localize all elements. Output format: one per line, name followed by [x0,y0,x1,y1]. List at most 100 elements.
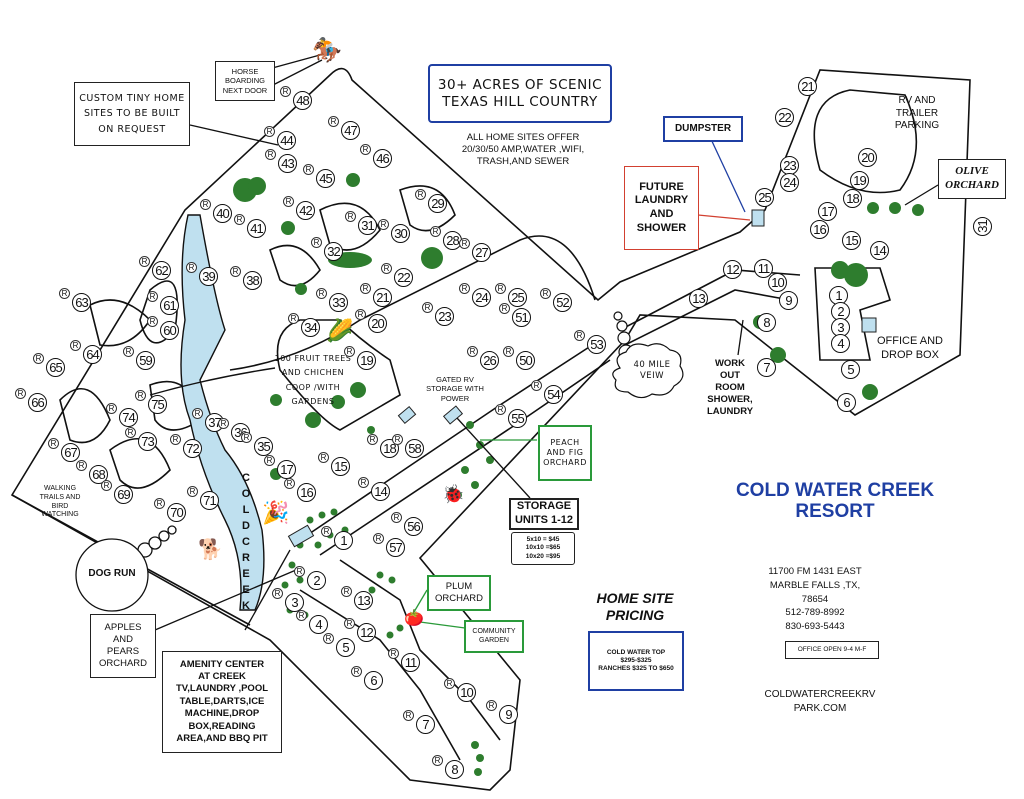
site-marker-office_area-11[interactable]: 11 [754,259,773,278]
site-marker-ranch-43[interactable]: 43 [278,154,297,173]
site-marker-rv_area-18[interactable]: 18 [843,189,862,208]
site-marker-lower-6[interactable]: 6 [364,671,383,690]
site-marker-lower-3[interactable]: 3 [285,593,304,612]
site-marker-ranch-35[interactable]: 35 [254,437,273,456]
site-marker-office_area-8[interactable]: 8 [757,313,776,332]
site-marker-ranch-57[interactable]: 57 [386,538,405,557]
site-marker-ranch-47[interactable]: 47 [341,121,360,140]
site-marker-ranch-75[interactable]: 75 [148,395,167,414]
site-marker-rv_area-22[interactable]: 22 [775,108,794,127]
site-marker-lower-2[interactable]: 2 [307,571,326,590]
site-marker-rv_area-14[interactable]: 14 [870,241,889,260]
site-marker-lower-4[interactable]: 4 [309,615,328,634]
site-marker-rv_area-19[interactable]: 19 [850,171,869,190]
site-marker-ranch-55[interactable]: 55 [508,409,527,428]
phone-number[interactable]: 830-693-5443 [785,621,845,633]
site-marker-lower-10[interactable]: 10 [457,683,476,702]
site-marker-office_area-13[interactable]: 13 [689,289,708,308]
site-marker-ranch-56[interactable]: 56 [404,517,423,536]
site-marker-ranch-28[interactable]: 28 [443,231,462,250]
site-marker-ranch-30[interactable]: 30 [391,224,410,243]
site-marker-ranch-74[interactable]: 74 [119,408,138,427]
site-marker-ranch-58[interactable]: 58 [405,439,424,458]
site-marker-rv_area-20[interactable]: 20 [858,148,877,167]
website-line[interactable]: PARK.COM [793,703,847,714]
site-marker-ranch-17[interactable]: 17 [277,460,296,479]
site-marker-ranch-15[interactable]: 15 [331,457,350,476]
site-marker-ranch-66[interactable]: 66 [28,393,47,412]
site-marker-ranch-20[interactable]: 20 [368,314,387,333]
site-marker-ranch-25[interactable]: 25 [508,288,527,307]
site-marker-ranch-38[interactable]: 38 [243,271,262,290]
site-marker-ranch-65[interactable]: 65 [46,358,65,377]
site-marker-lower-7[interactable]: 7 [416,715,435,734]
site-marker-ranch-14[interactable]: 14 [371,482,390,501]
site-marker-ranch-22[interactable]: 22 [394,268,413,287]
site-marker-lower-13[interactable]: 13 [354,591,373,610]
site-marker-ranch-27[interactable]: 27 [472,243,491,262]
site-marker-ranch-39[interactable]: 39 [199,267,218,286]
site-marker-ranch-44[interactable]: 44 [277,131,296,150]
site-marker-ranch-53[interactable]: 53 [587,335,606,354]
site-marker-ranch-31[interactable]: 31 [358,216,377,235]
site-marker-ranch-18[interactable]: 18 [380,439,399,458]
site-marker-ranch-63[interactable]: 63 [72,293,91,312]
site-marker-ranch-41[interactable]: 41 [247,219,266,238]
site-marker-ranch-69[interactable]: 69 [114,485,133,504]
website-line[interactable]: COLDWATERCREEKRV [764,689,876,700]
site-marker-ranch-32[interactable]: 32 [324,242,343,261]
site-marker-ranch-33[interactable]: 33 [329,293,348,312]
site-marker-office_area-6[interactable]: 6 [837,393,856,412]
site-marker-ranch-59[interactable]: 59 [136,351,155,370]
site-marker-ranch-40[interactable]: 40 [213,204,232,223]
site-marker-ranch-42[interactable]: 42 [296,201,315,220]
site-marker-office_area-2[interactable]: 2 [831,302,850,321]
site-marker-office_area-9[interactable]: 9 [779,291,798,310]
site-marker-office_area-5[interactable]: 5 [841,360,860,379]
site-marker-ranch-48[interactable]: 48 [293,91,312,110]
site-marker-office_area-10[interactable]: 10 [768,273,787,292]
site-marker-rv_area-24[interactable]: 24 [780,173,799,192]
site-marker-lower-9[interactable]: 9 [499,705,518,724]
site-marker-ranch-73[interactable]: 73 [138,432,157,451]
site-marker-ranch-46[interactable]: 46 [373,149,392,168]
site-marker-ranch-70[interactable]: 70 [167,503,186,522]
site-marker-ranch-16[interactable]: 16 [297,483,316,502]
site-marker-ranch-24[interactable]: 24 [472,288,491,307]
site-marker-rv_area-21[interactable]: 21 [798,77,817,96]
site-marker-rv_area-15[interactable]: 15 [842,231,861,250]
site-marker-ranch-71[interactable]: 71 [200,491,219,510]
phone-number[interactable]: 512-789-8992 [785,607,845,619]
site-marker-lower-5[interactable]: 5 [336,638,355,657]
site-marker-ranch-51[interactable]: 51 [512,308,531,327]
site-marker-office_area-4[interactable]: 4 [831,334,850,353]
site-marker-rv_area-25[interactable]: 25 [755,188,774,207]
site-marker-rv_area-16[interactable]: 16 [810,220,829,239]
site-marker-ranch-67[interactable]: 67 [61,443,80,462]
site-marker-lower-12[interactable]: 12 [357,623,376,642]
site-marker-office_area-7[interactable]: 7 [757,358,776,377]
site-marker-lower-1[interactable]: 1 [334,531,353,550]
site-marker-ranch-72[interactable]: 72 [183,439,202,458]
website[interactable]: COLDWATERCREEKRV PARK.COM [745,688,895,716]
site-marker-ranch-60[interactable]: 60 [160,321,179,340]
site-marker-ranch-52[interactable]: 52 [553,293,572,312]
site-marker-office_area-12[interactable]: 12 [723,260,742,279]
site-marker-ranch-23[interactable]: 23 [435,307,454,326]
site-marker-ranch-34[interactable]: 34 [301,318,320,337]
site-marker-rv_area-31[interactable]: 31 [973,217,992,236]
site-marker-ranch-36[interactable]: 36 [231,423,250,442]
site-marker-ranch-62[interactable]: 62 [152,261,171,280]
site-marker-ranch-19[interactable]: 19 [357,351,376,370]
site-marker-ranch-21[interactable]: 21 [373,288,392,307]
site-marker-lower-11[interactable]: 11 [401,653,420,672]
site-marker-rv_area-17[interactable]: 17 [818,202,837,221]
site-marker-ranch-54[interactable]: 54 [544,385,563,404]
site-marker-ranch-29[interactable]: 29 [428,194,447,213]
site-marker-ranch-64[interactable]: 64 [83,345,102,364]
site-marker-ranch-68[interactable]: 68 [89,465,108,484]
site-marker-ranch-26[interactable]: 26 [480,351,499,370]
site-marker-ranch-37[interactable]: 37 [205,413,224,432]
site-marker-lower-8[interactable]: 8 [445,760,464,779]
site-marker-ranch-61[interactable]: 61 [160,296,179,315]
